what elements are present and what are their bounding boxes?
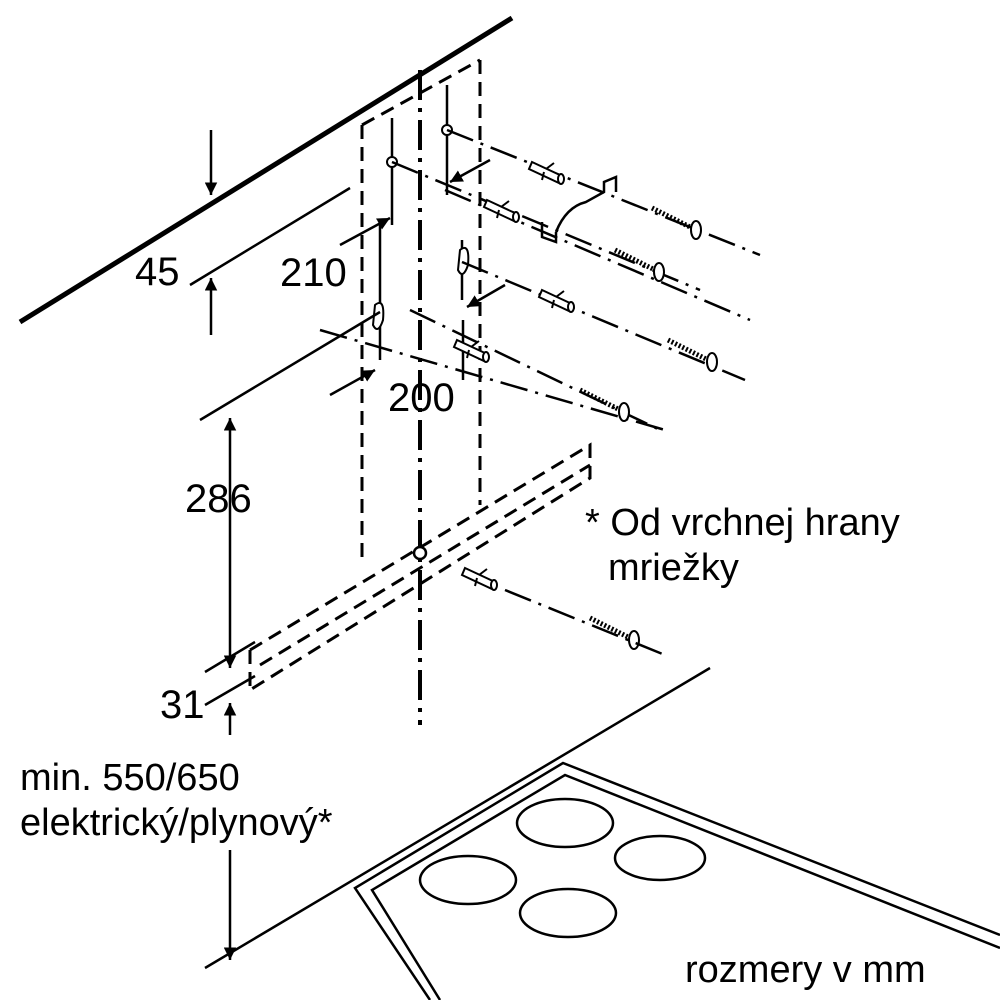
note-line-2: mriežky: [608, 547, 739, 589]
hob-type-label: elektrický/plynový*: [20, 802, 333, 844]
units-label: rozmery v mm: [685, 949, 926, 991]
ceiling-line: [18, 15, 514, 325]
bracket-icon: [540, 175, 618, 244]
mounting-lines: 210 200: [280, 85, 761, 432]
dimension-45: 45: [135, 130, 351, 335]
grille-outline: [248, 442, 666, 692]
hob: [353, 761, 1000, 1000]
dimension-286-label: 286: [185, 477, 252, 521]
note-line-1: * Od vrchnej hrany: [585, 502, 900, 544]
dimension-200-label: 200: [388, 376, 455, 420]
vertical-dimensions: 286 31 min. 550/650 elektrický/plynový*: [20, 310, 711, 970]
dimension-210-label: 210: [280, 251, 347, 295]
dimension-31-label: 31: [160, 683, 205, 727]
hood-outline: [360, 58, 482, 725]
dimension-45-label: 45: [135, 250, 180, 294]
min-distance-label: min. 550/650: [20, 757, 240, 799]
